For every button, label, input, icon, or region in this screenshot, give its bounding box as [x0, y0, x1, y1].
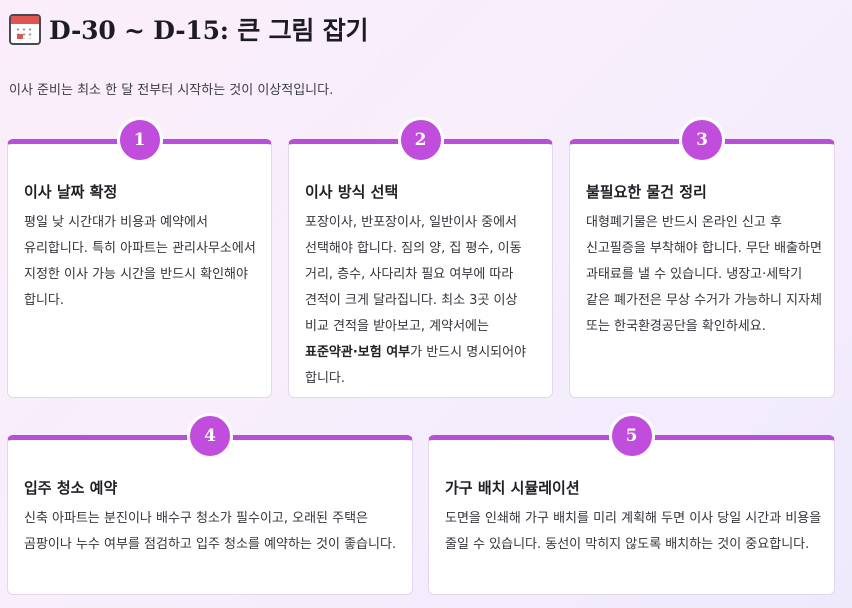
page-header: D-30 ~ D-15: 큰 그림 잡기 — [9, 11, 369, 47]
card-body-text: 포장이사, 반포장이사, 일반이사 중에서 선택해야 합니다. 짐의 양, 집 … — [305, 215, 522, 334]
step-number-badge: 4 — [187, 413, 233, 459]
step-number-badge: 3 — [679, 117, 725, 163]
step-number-badge: 2 — [397, 117, 444, 163]
step-card-3: 3 불필요한 물건 정리 대형폐기물은 반드시 온라인 신고 후 신고필증을 부… — [569, 117, 835, 398]
card-body-emphasis: 표준약관·보험 여부 — [305, 345, 411, 360]
card-title: 불필요한 물건 정리 — [586, 183, 707, 201]
intro-text: 이사 준비는 최소 한 달 전부터 시작하는 것이 이상적입니다. — [9, 83, 334, 98]
page-title: D-30 ~ D-15: 큰 그림 잡기 — [49, 16, 369, 45]
step-number-badge: 5 — [608, 413, 655, 459]
step-card-4: 4 입주 청소 예약 신축 아파트는 분진이나 배수구 청소가 필수이고, 오래… — [7, 413, 413, 595]
card-body: 도면을 인쇄해 가구 배치를 미리 계획해 두면 이사 당일 시간과 비용을 줄… — [445, 511, 822, 552]
card-body-text-end: 가 반드시 명시되어야 합니다. — [305, 345, 527, 386]
step-card-1: 1 이사 날짜 확정 평일 낮 시간대가 비용과 예약에서 유리합니다. 특히 … — [7, 117, 272, 398]
card-title: 입주 청소 예약 — [24, 479, 118, 497]
card-body: 평일 낮 시간대가 비용과 예약에서 유리합니다. 특히 아파트는 관리사무소에… — [24, 215, 256, 308]
card-title: 이사 날짜 확정 — [24, 183, 118, 201]
card-body: 신축 아파트는 분진이나 배수구 청소가 필수이고, 오래된 주택은 곰팡이나 … — [24, 511, 397, 552]
calendar-icon — [9, 13, 41, 45]
card-title: 가구 배치 시뮬레이션 — [445, 479, 580, 497]
card-title: 이사 방식 선택 — [305, 183, 399, 201]
card-body: 대형폐기물은 반드시 온라인 신고 후 신고필증을 부착해야 합니다. 무단 배… — [586, 215, 822, 334]
card-body: 포장이사, 반포장이사, 일반이사 중에서 선택해야 합니다. 짐의 양, 집 … — [305, 210, 540, 392]
step-card-2: 2 이사 방식 선택 포장이사, 반포장이사, 일반이사 중에서 선택해야 합니… — [288, 117, 553, 398]
step-number-badge: 1 — [116, 117, 163, 163]
step-card-5: 5 가구 배치 시뮬레이션 도면을 인쇄해 가구 배치를 미리 계획해 두면 이… — [428, 413, 835, 595]
